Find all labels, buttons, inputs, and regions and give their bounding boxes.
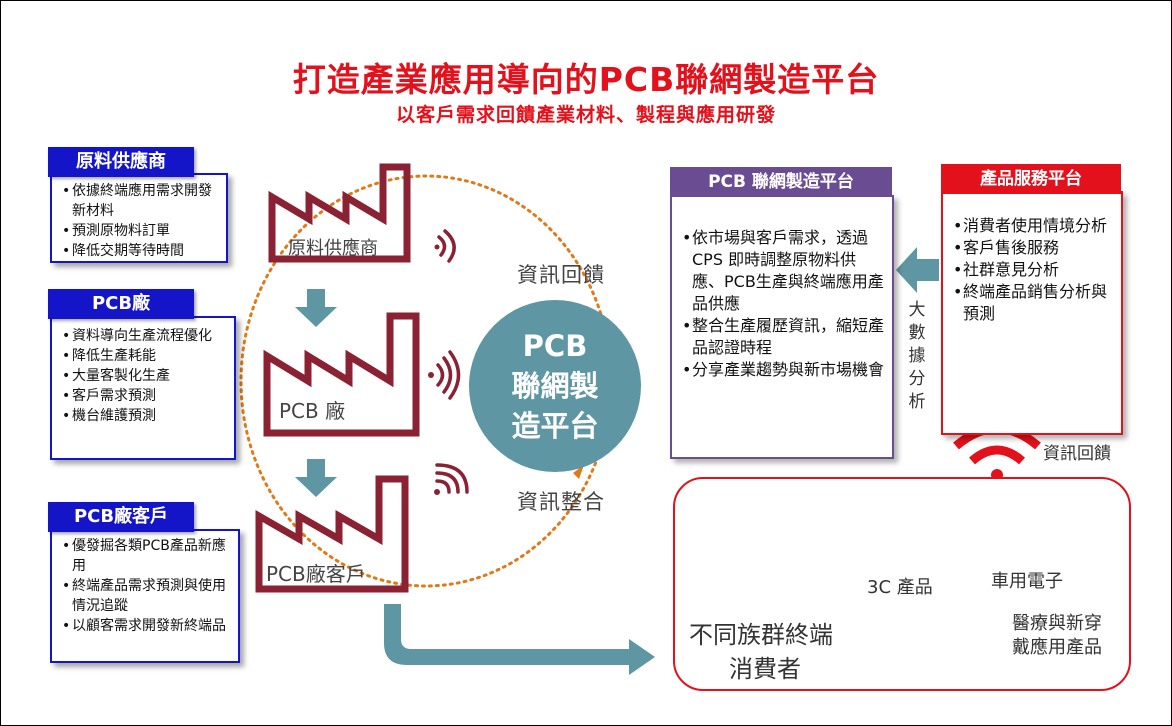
service-box: 消費者使用情境分析 客戶售後服務 社群意見分析 終端產品銷售分析與預測 (941, 191, 1123, 435)
pcb-factory-header: PCB廠 (48, 289, 194, 319)
list-item: 降低生產耗能 (62, 346, 230, 366)
list-item: 機台維護預測 (62, 406, 230, 426)
list-item: 以顧客需求開發新終端品 (62, 616, 234, 636)
platform-header: PCB 聯網製造平台 (670, 167, 892, 197)
signal-icon-1 (434, 229, 456, 263)
integration-label: 資訊整合 (517, 490, 605, 514)
big-data-arrow (896, 247, 939, 293)
consumer-group-label-1: 不同族群終端 (689, 621, 833, 649)
list-item: 客戶需求預測 (62, 386, 230, 406)
pcb-factory-box: 資料導向生產流程優化 降低生產耗能 大量客製化生產 客戶需求預測 機台維護預測 (50, 316, 236, 460)
supplier-box: 依據終端應用需求開發新材料 預測原物料訂單 降低交期等待時間 (50, 173, 228, 263)
delivery-arrow (384, 604, 655, 675)
signal-icon-3 (434, 463, 469, 495)
pcb-factory-list: 資料導向生產流程優化 降低生產耗能 大量客製化生產 客戶需求預測 機台維護預測 (52, 318, 234, 432)
supplier-list: 依據終端應用需求開發新材料 預測原物料訂單 降低交期等待時間 (52, 175, 226, 267)
consumer-group-label-2: 消費者 (729, 655, 801, 683)
feedback-label: 資訊回饋 (517, 263, 605, 287)
service-list: 消費者使用情境分析 客戶售後服務 社群意見分析 終端產品銷售分析與預測 (943, 193, 1121, 331)
wifi-icon (953, 424, 1041, 481)
list-item: 客戶售後服務 (953, 237, 1113, 259)
center-platform-circle: PCB 聯網製 造平台 (469, 300, 641, 472)
list-item: 社群意見分析 (953, 259, 1113, 281)
signal-icon-2 (428, 350, 461, 400)
medical-label-1: 醫療與新穿 (1012, 613, 1102, 634)
list-item: 優發掘各類PCB產品新應用 (62, 536, 234, 576)
list-item: 終端產品需求預測與使用情況追蹤 (62, 576, 234, 616)
center-platform-line1: PCB (522, 329, 588, 363)
pcb-customer-box: 優發掘各類PCB產品新應用 終端產品需求預測與使用情況追蹤 以顧客需求開發新終端… (50, 529, 240, 663)
list-item: 大量客製化生產 (62, 366, 230, 386)
wifi-feedback-label: 資訊回饋 (1043, 444, 1111, 464)
list-item: 整合生產履歷資訊，縮短產品認證時程 (682, 315, 884, 359)
platform-list: 依市場與客戶需求，透過CPS 即時調整原物料供應、PCB生產與終端應用產品供應 … (672, 197, 892, 387)
factory-icon-3 (255, 475, 409, 593)
list-item: 分享產業趨勢與新市場機會 (682, 359, 884, 381)
factory-icon-2 (263, 312, 420, 437)
center-platform-line2: 聯網製 (511, 369, 599, 403)
factory-label-supplier: 原料供應商 (288, 238, 378, 259)
big-data-label: 大數據分析 (908, 300, 926, 412)
down-arrow-1 (295, 289, 337, 327)
service-header: 產品服務平台 (941, 164, 1121, 194)
medical-label-2: 戴應用產品 (1012, 637, 1102, 658)
factory-label-pcb: PCB 廠 (279, 399, 346, 423)
pcb-customer-list: 優發掘各類PCB產品新應用 終端產品需求預測與使用情況追蹤 以顧客需求開發新終端… (52, 531, 238, 642)
supplier-header: 原料供應商 (48, 147, 194, 177)
3c-products-label: 3C 產品 (867, 577, 933, 598)
loop-arrow-head (573, 465, 584, 479)
list-item: 降低交期等待時間 (62, 241, 222, 261)
pcb-customer-header: PCB廠客戶 (48, 502, 194, 532)
consumer-box (673, 477, 1131, 691)
down-arrow-2 (295, 459, 337, 497)
list-item: 依市場與客戶需求，透過CPS 即時調整原物料供應、PCB生產與終端應用產品供應 (682, 227, 884, 315)
center-platform-line3: 造平台 (511, 409, 599, 443)
list-item: 消費者使用情境分析 (953, 215, 1113, 237)
list-item: 依據終端應用需求開發新材料 (62, 181, 222, 221)
factory-label-customer: PCB廠客戶 (266, 562, 366, 586)
list-item: 預測原物料訂單 (62, 221, 222, 241)
page-subtitle: 以客戶需求回饋產業材料、製程與應用研發 (395, 104, 776, 126)
platform-box: 依市場與客戶需求，透過CPS 即時調整原物料供應、PCB生產與終端應用產品供應 … (670, 195, 894, 459)
list-item: 資料導向生產流程優化 (62, 326, 230, 346)
factory-icon-1 (268, 163, 411, 263)
vehicle-electronics-label: 車用電子 (991, 571, 1063, 592)
page-title: 打造產業應用導向的PCB聯網製造平台 (292, 60, 880, 99)
list-item: 終端產品銷售分析與預測 (953, 281, 1113, 325)
